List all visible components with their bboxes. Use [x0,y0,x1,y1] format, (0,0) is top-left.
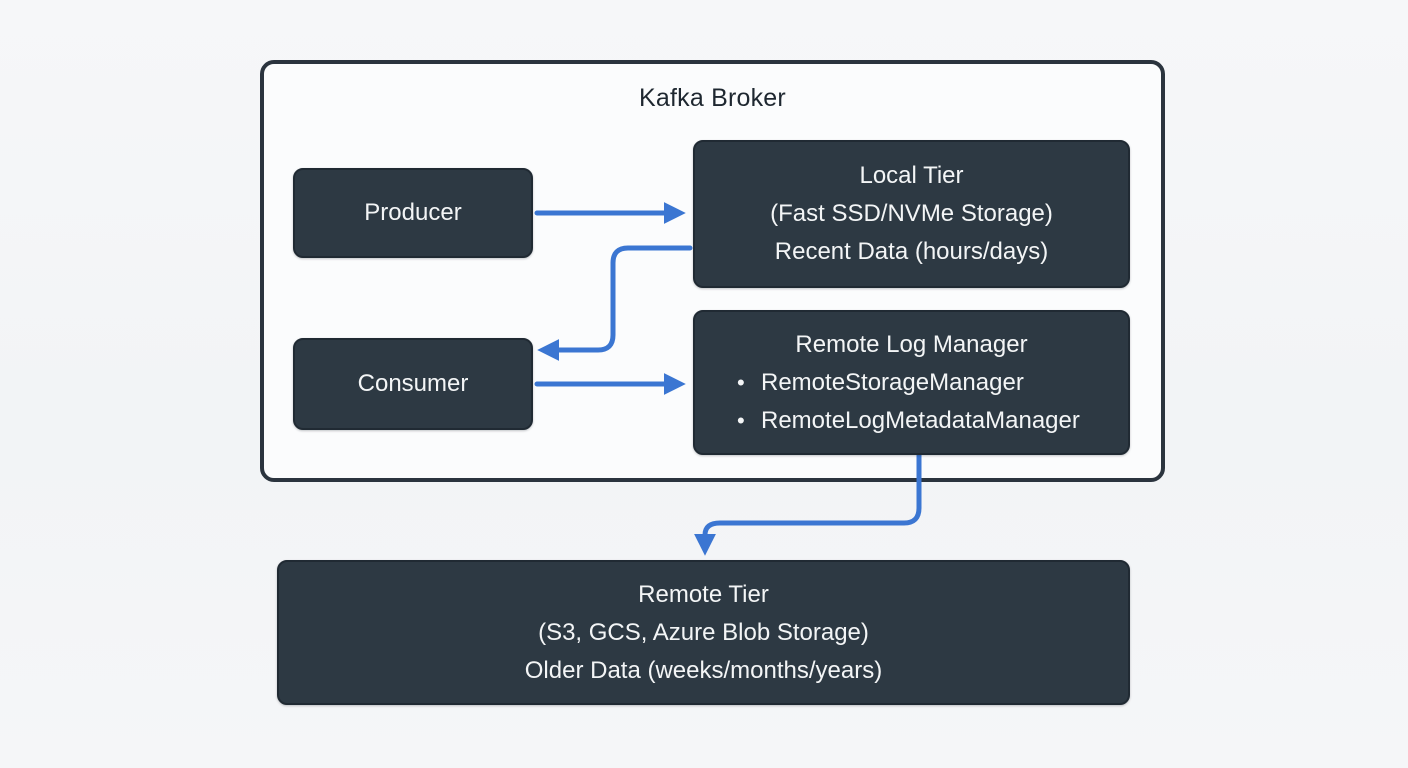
local-tier-line-2: (Fast SSD/NVMe Storage) [770,200,1053,227]
consumer-node: Consumer [293,338,533,430]
producer-label: Producer [364,199,462,226]
remote-log-manager-title: Remote Log Manager [795,330,1028,358]
bullet-icon: • [737,407,745,433]
remote-log-manager-item: • RemoteStorageManager [695,364,1128,402]
kafka-broker-title: Kafka Broker [639,84,786,112]
remote-tier-line-2: (S3, GCS, Azure Blob Storage) [538,618,869,646]
remote-tier-line-1: Remote Tier [638,580,769,608]
local-tier-node: Local Tier (Fast SSD/NVMe Storage) Recen… [693,140,1130,288]
remote-log-manager-item-label: RemoteLogMetadataManager [761,406,1080,434]
consumer-label: Consumer [357,370,469,397]
local-tier-line-3: Recent Data (hours/days) [774,238,1049,265]
remote-log-manager-item-label: RemoteStorageManager [761,368,1024,396]
bullet-icon: • [737,369,745,395]
local-tier-line-1: Local Tier [859,162,964,189]
remote-log-manager-item: • RemoteLogMetadataManager [695,402,1128,440]
remote-log-manager-node: Remote Log Manager • RemoteStorageManage… [693,310,1130,455]
remote-tier-node: Remote Tier (S3, GCS, Azure Blob Storage… [277,560,1130,705]
remote-tier-line-3: Older Data (weeks/months/years) [524,656,883,684]
producer-node: Producer [293,168,533,258]
